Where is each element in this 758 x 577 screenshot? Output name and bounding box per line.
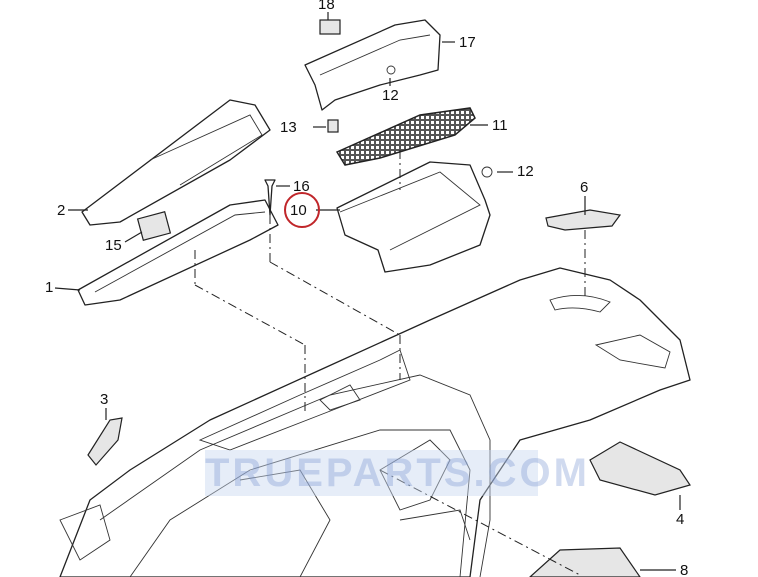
trim-frame-1	[77, 199, 279, 306]
storage-box-10	[336, 161, 491, 273]
clip-13	[327, 119, 339, 133]
callout-18[interactable]: 18	[318, 0, 335, 13]
callout-4[interactable]: 6	[580, 179, 589, 196]
callout-6[interactable]: 4	[676, 511, 685, 528]
callout-13[interactable]: 13	[280, 119, 297, 136]
connector-18	[319, 19, 341, 35]
screw-16	[264, 179, 276, 216]
callout-8[interactable]: 8	[680, 562, 689, 577]
vent-4	[545, 209, 622, 231]
bracket-17	[304, 19, 441, 111]
mesh-cover-11	[335, 107, 476, 166]
vent-8	[529, 547, 641, 577]
dash-dot-lines	[194, 150, 586, 576]
highlight-circle	[284, 192, 320, 228]
callout-3[interactable]: 3	[100, 391, 109, 408]
watermark: TRUEPARTS.COM	[205, 450, 590, 496]
callout-15[interactable]: 15	[105, 237, 122, 254]
vent-3	[87, 417, 123, 466]
switch-15	[136, 211, 172, 241]
dashboard-panel	[59, 267, 691, 577]
callout-2[interactable]: 2	[57, 202, 66, 219]
nut-12	[481, 166, 493, 178]
trim-2	[81, 99, 271, 226]
callout-10[interactable]: 10	[290, 202, 307, 219]
callout-12b[interactable]: 12	[517, 163, 534, 180]
callout-1[interactable]: 1	[45, 279, 54, 296]
vent-6	[589, 441, 691, 496]
callout-11[interactable]: 11	[492, 117, 508, 134]
leader-lines	[54, 12, 681, 571]
nut-12b	[386, 65, 396, 75]
callout-16[interactable]: 16	[293, 178, 310, 195]
callout-12[interactable]: 12	[382, 87, 399, 104]
callout-17[interactable]: 17	[459, 34, 476, 51]
